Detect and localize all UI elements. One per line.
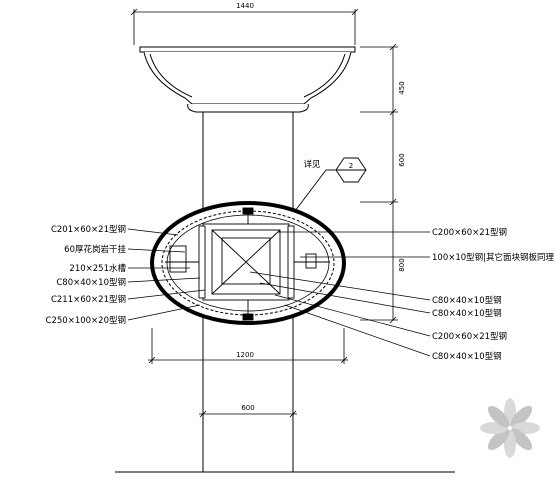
dim-height-section: 800 xyxy=(398,258,406,271)
label-right-1: C200×60×21型钢 xyxy=(432,227,507,238)
label-left-5: C211×60×21型钢 xyxy=(51,294,126,305)
section-steel-frame xyxy=(165,207,330,321)
dim-section-width xyxy=(148,328,348,364)
dim-right-chain xyxy=(360,43,398,324)
label-right-4: C80×40×10型钢 xyxy=(432,308,502,319)
label-left-1: C201×60×21型钢 xyxy=(51,224,126,235)
label-right-6: C80×40×10型钢 xyxy=(432,351,502,362)
dim-height-upper: 600 xyxy=(398,153,406,166)
detail-callout-number: 2 xyxy=(349,162,353,170)
leaders-left xyxy=(127,228,206,321)
dim-top-width-text: 1440 xyxy=(236,2,254,10)
label-left-6: C250×100×20型钢 xyxy=(46,315,126,326)
label-right-3: C80×40×10型钢 xyxy=(432,295,502,306)
label-right-5: C200×60×21型钢 xyxy=(432,331,507,342)
detail-callout-text: 详见 xyxy=(303,159,321,170)
watermark-petal xyxy=(510,405,533,428)
watermark-logo xyxy=(480,398,540,458)
leaders-right xyxy=(249,231,431,357)
label-right-2: 100×10型钢|其它面块钢板同理 xyxy=(432,252,555,263)
watermark-petal xyxy=(487,428,510,451)
dim-section-width-text: 1200 xyxy=(236,351,254,359)
dim-column-width xyxy=(199,410,297,418)
dim-height-bowl: 450 xyxy=(398,81,406,94)
watermark-petal xyxy=(510,428,533,451)
dim-top-width xyxy=(130,8,359,45)
label-left-3: 210×251水槽 xyxy=(69,263,126,274)
bowl-top xyxy=(139,46,356,113)
dim-column-width-text: 600 xyxy=(241,404,254,412)
label-left-4: C80×40×10型钢 xyxy=(56,277,126,288)
watermark-petal xyxy=(487,405,510,428)
detail-callout xyxy=(257,157,367,261)
label-left-2: 60厚花岗岩干挂 xyxy=(64,244,126,255)
